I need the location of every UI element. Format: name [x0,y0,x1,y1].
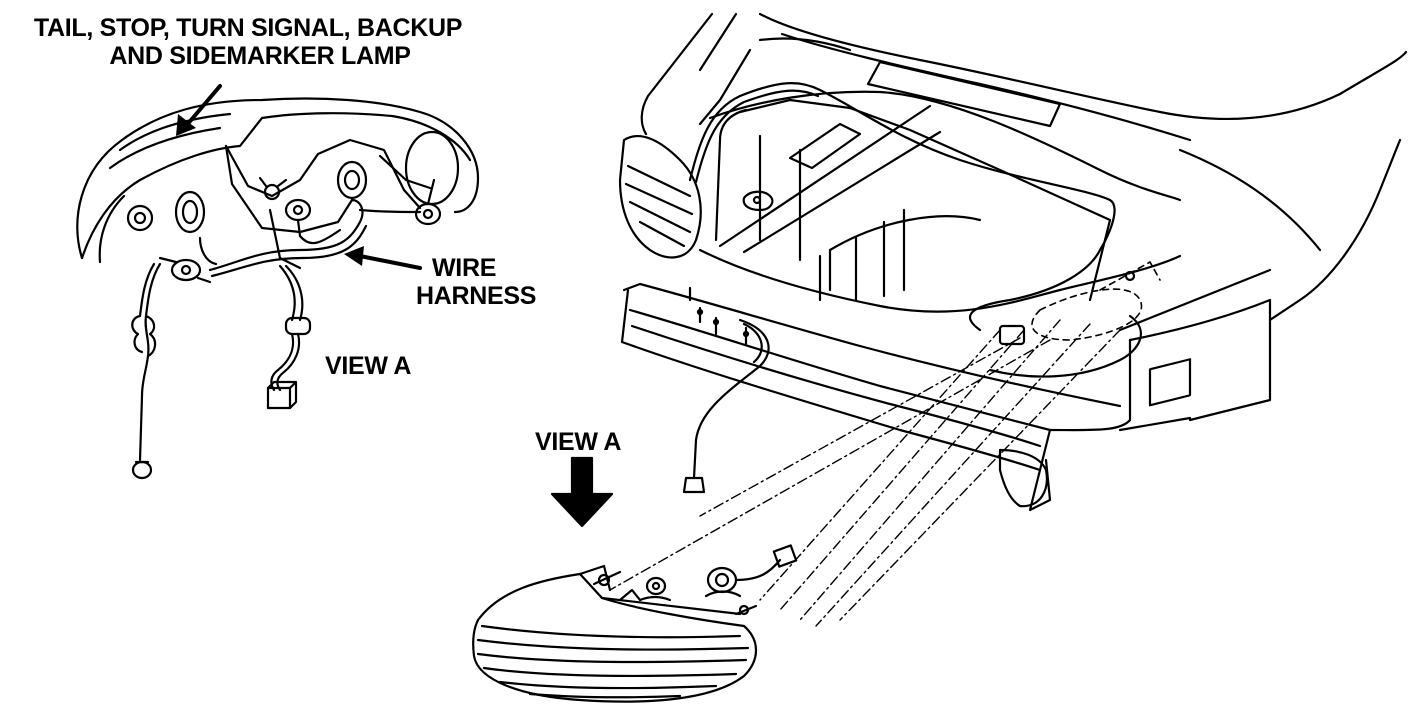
socket-center-icon [174,190,206,234]
lamp-title-line-1: TAIL, STOP, TURN SIGNAL, BACKUP [33,14,463,42]
ground-terminal-icon [131,460,153,480]
trunk-wire-harness [688,82,1116,332]
bulb-socket-4 [158,256,212,284]
lamp-housing-outline [76,97,480,260]
wire-harness-label-line-2: HARNESS [416,282,537,310]
bulb-socket-1 [258,176,288,201]
separated-socket-3 [704,566,742,598]
separated-socket-4 [734,604,758,616]
lamp-assembly-detail [76,84,480,480]
trunk-latch-icon [742,190,774,212]
lamp-pointer-arrow [184,84,222,128]
wire-harness-line [208,198,364,272]
wire-harness-pointer-arrow [358,254,422,270]
bulb-socket-2 [284,198,312,238]
wire-harness-label-line-1: WIRE [432,254,497,282]
bulb-socket-3 [414,178,442,226]
tail-lamp-mount-dashed [1031,288,1143,341]
separated-lamp-pigtail [734,558,782,582]
socket-left-icon [126,204,154,232]
separated-socket-1 [592,570,622,587]
hanging-harness-lead [692,318,770,480]
car-tail-lamp-left [618,135,702,259]
separated-lamp-connector-icon [772,544,798,568]
view-a-down-arrow [550,456,614,528]
sidemarker-lamp-right-icon [1148,358,1192,407]
hanging-connector-icon [682,476,706,494]
rear-window-frame [640,12,714,136]
rear-bumper-top [622,282,1122,408]
lamp-title-line-2: AND SIDEMARKER LAMP [109,42,411,70]
view-a-label-left: VIEW A [325,352,412,380]
separated-tail-lamp [472,456,798,703]
separated-socket-2 [638,576,672,602]
socket-right-icon [336,160,368,200]
bumper-end-icon [998,448,1048,508]
harness-lead-left [138,262,162,462]
view-a-label-right: VIEW A [535,428,622,456]
alignment-leaders [759,319,1121,627]
harness-lead-right [284,264,304,322]
lamp-lens-rim [80,116,264,260]
grommet-icon [284,316,312,336]
vehicle-rear-body [609,12,1408,627]
separated-lamp-lens [472,572,758,703]
harness-connector-icon [266,386,292,410]
trunk-opening [698,248,1182,313]
